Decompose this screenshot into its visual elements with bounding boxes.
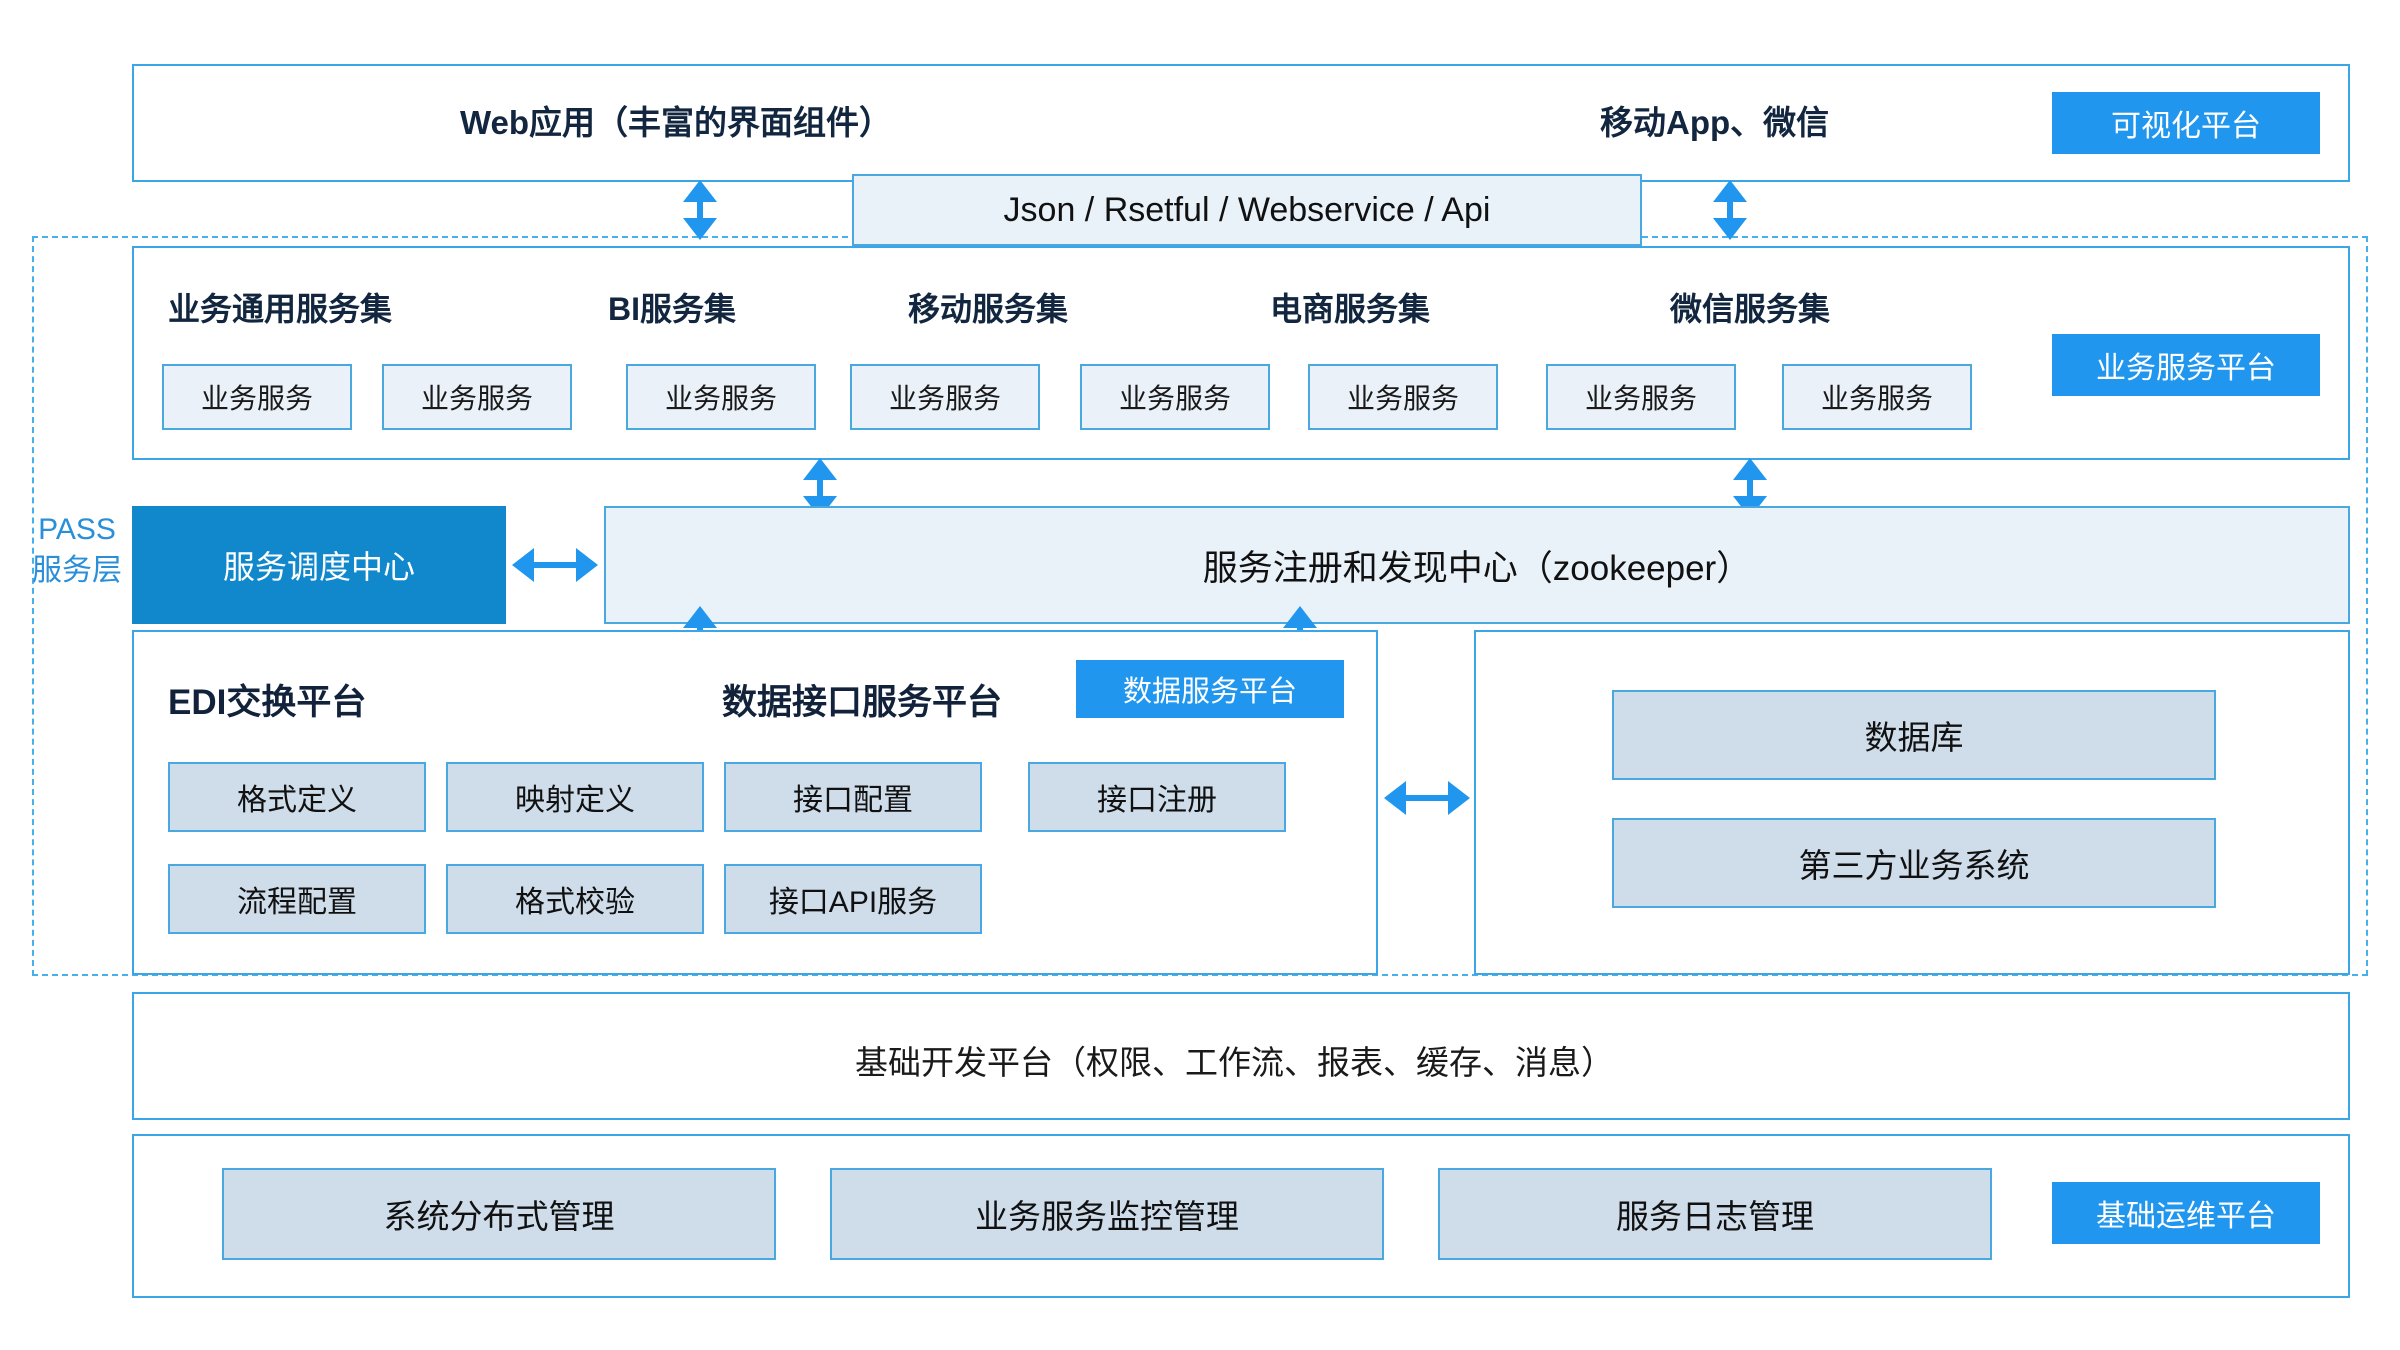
arrow-scheduler-to-registry — [512, 545, 598, 585]
arrow-web-to-api — [680, 180, 720, 240]
business-service-platform-badge[interactable]: 业务服务平台 — [2052, 334, 2320, 396]
service-registry-box: 服务注册和发现中心（zookeeper） — [604, 506, 2350, 624]
pass-label-line1: PASS — [38, 513, 116, 546]
external-box-database[interactable]: 数据库 — [1612, 690, 2216, 780]
service-group-title-3: 电商服务集 — [1270, 291, 1431, 327]
business-service-box-5[interactable]: 业务服务 — [1308, 364, 1498, 430]
web-app-label: Web应用（丰富的界面组件） — [460, 104, 893, 141]
pass-service-layer-label: PASS 服务层 — [12, 510, 142, 591]
ops-box-service-monitor[interactable]: 业务服务监控管理 — [830, 1168, 1384, 1260]
business-service-box-4[interactable]: 业务服务 — [1080, 364, 1270, 430]
dev-platform-panel — [132, 992, 2350, 1120]
business-service-box-6[interactable]: 业务服务 — [1546, 364, 1736, 430]
ops-box-service-log[interactable]: 服务日志管理 — [1438, 1168, 1992, 1260]
interface-box-register[interactable]: 接口注册 — [1028, 762, 1286, 832]
edi-box-format-validate[interactable]: 格式校验 — [446, 864, 704, 934]
service-scheduler-box[interactable]: 服务调度中心 — [132, 506, 506, 624]
business-service-box-1[interactable]: 业务服务 — [382, 364, 572, 430]
service-group-title-1: BI服务集 — [608, 291, 737, 327]
interface-box-api-service[interactable]: 接口API服务 — [724, 864, 982, 934]
data-interface-platform-title: 数据接口服务平台 — [722, 683, 1003, 722]
edi-box-mapping-define[interactable]: 映射定义 — [446, 762, 704, 832]
data-service-platform-badge[interactable]: 数据服务平台 — [1076, 660, 1344, 718]
service-group-title-2: 移动服务集 — [908, 291, 1069, 327]
ops-platform-badge[interactable]: 基础运维平台 — [2052, 1182, 2320, 1244]
external-systems-panel — [1474, 630, 2350, 975]
pass-label-line2: 服务层 — [32, 553, 122, 587]
visualization-platform-badge[interactable]: 可视化平台 — [2052, 92, 2320, 154]
service-group-title-4: 微信服务集 — [1670, 291, 1831, 327]
dev-platform-label: 基础开发平台（权限、工作流、报表、缓存、消息） — [855, 1044, 1614, 1081]
ops-box-distributed-mgmt[interactable]: 系统分布式管理 — [222, 1168, 776, 1260]
arrow-mobile-to-api — [1710, 180, 1750, 240]
interface-box-config[interactable]: 接口配置 — [724, 762, 982, 832]
business-service-box-3[interactable]: 业务服务 — [850, 364, 1040, 430]
arrow-data-platform-to-external — [1384, 778, 1470, 818]
edi-box-process-config[interactable]: 流程配置 — [168, 864, 426, 934]
api-protocol-bar: Json / Rsetful / Webservice / Api — [852, 174, 1642, 246]
mobile-app-label: 移动App、微信 — [1600, 104, 1830, 141]
business-service-box-7[interactable]: 业务服务 — [1782, 364, 1972, 430]
edi-platform-title: EDI交换平台 — [168, 683, 367, 722]
business-service-box-0[interactable]: 业务服务 — [162, 364, 352, 430]
business-service-box-2[interactable]: 业务服务 — [626, 364, 816, 430]
edi-box-format-define[interactable]: 格式定义 — [168, 762, 426, 832]
service-group-title-0: 业务通用服务集 — [168, 291, 393, 327]
external-box-third-party[interactable]: 第三方业务系统 — [1612, 818, 2216, 908]
